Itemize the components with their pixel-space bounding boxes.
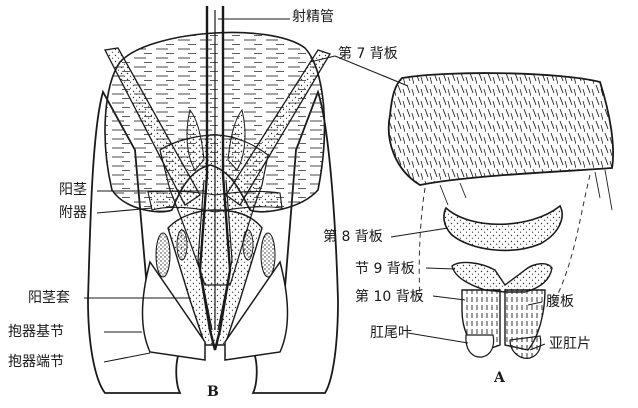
spine-patch-left [156,233,170,277]
label-tergite-9: 节 9 背板 [355,261,415,277]
figure-b [88,6,338,393]
label-phallotheca: 阳茎套 [28,290,70,306]
label-ejaculatory-duct: 射精管 [292,9,334,25]
cercus [466,335,494,357]
tergite-9 [452,263,552,292]
label-cercus: 肛尾叶 [370,325,412,341]
label-phallus: 阳茎 [59,182,87,198]
label-tergite-8: 第 8 背板 [323,229,383,245]
label-tergite-7: 第 7 背板 [338,46,398,62]
label-clasper-tip: 抱器端节 [8,354,64,370]
tergite-7 [389,73,613,185]
spine-patch-inner-right [243,230,253,260]
label-clasper-base: 抱器基节 [8,324,64,340]
spine-patch-inner-left [177,230,187,260]
label-paraproct: 亚肛片 [549,336,591,352]
spine-patch-right [261,233,275,277]
label-appendage: 附器 [59,205,87,221]
panel-label-b: B [207,384,219,400]
tergite-8 [444,206,562,250]
label-sternite: 腹板 [546,294,574,310]
label-tergite-10: 第 10 背板 [355,289,424,305]
panel-label-a: A [494,370,505,386]
figure-a [389,73,613,358]
